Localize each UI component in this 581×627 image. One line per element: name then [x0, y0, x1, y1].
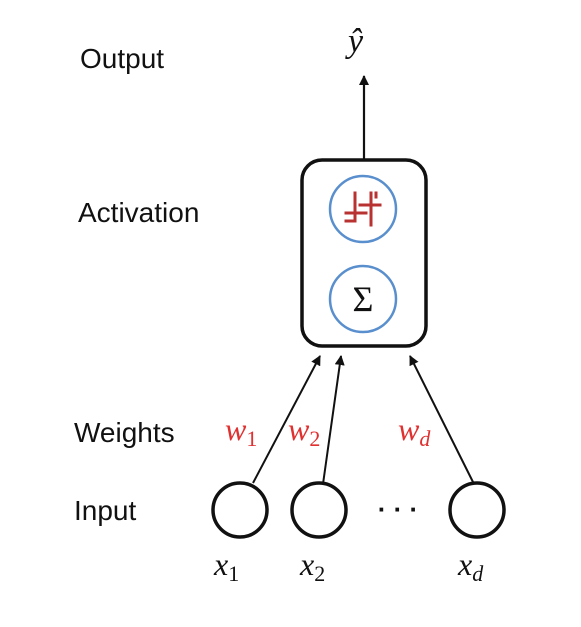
input-label-1: x1	[213, 546, 239, 586]
input-label-d: xd	[457, 546, 484, 586]
weight-label-2: w2	[288, 411, 320, 451]
step-function-icon	[344, 191, 382, 227]
input-node-1	[211, 481, 269, 539]
input-arrow-d	[409, 355, 475, 485]
summation-node: Σ	[328, 264, 398, 334]
weights-label: Weights	[74, 417, 175, 448]
output-symbol: ŷ	[345, 23, 364, 60]
input-node-2	[290, 481, 348, 539]
input-label-2: x2	[299, 546, 325, 586]
output-label: Output	[80, 43, 164, 74]
step-activation-node	[328, 174, 398, 244]
input-node-d	[448, 481, 506, 539]
input-label: Input	[74, 495, 136, 526]
sum-node-circle	[328, 264, 398, 334]
weight-label-1: w1	[225, 411, 257, 451]
input-arrow-1	[252, 355, 321, 484]
activation-label: Activation	[78, 197, 199, 228]
step-node-circle	[328, 174, 398, 244]
weight-label-d: wd	[398, 411, 431, 451]
input-arrow-2	[322, 355, 345, 485]
sum-symbol: Σ	[353, 279, 374, 319]
ellipsis: · · ·	[378, 494, 418, 524]
